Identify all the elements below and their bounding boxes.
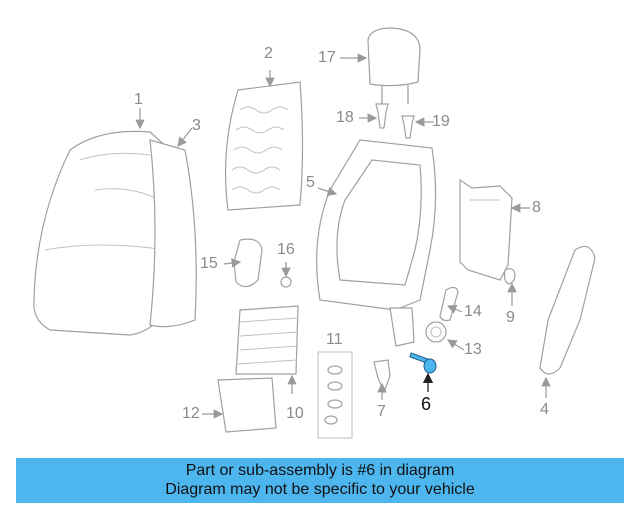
clip — [503, 268, 516, 285]
banner-line-2: Diagram may not be specific to your vehi… — [165, 481, 475, 498]
headrest — [367, 27, 421, 104]
callout-7: 7 — [377, 403, 386, 420]
seat-back-cover — [33, 130, 172, 336]
heater-pad — [224, 81, 304, 211]
parts-diagram — [33, 27, 596, 439]
callout-12: 12 — [182, 405, 200, 422]
seat-back-frame — [316, 139, 437, 347]
bracket — [439, 286, 459, 322]
headrest-guide-right — [401, 115, 415, 139]
callout-19: 19 — [432, 113, 450, 130]
callout-14: 14 — [464, 303, 482, 320]
recliner-knob — [425, 321, 447, 343]
callout-17: 17 — [318, 49, 336, 66]
lumbar-motor — [217, 377, 277, 433]
callout-6: 6 — [421, 394, 432, 414]
callout-16: 16 — [277, 241, 295, 258]
side-trim — [149, 139, 197, 328]
callout-2: 2 — [264, 45, 273, 62]
headrest-guide-left — [375, 103, 389, 129]
lever — [233, 238, 263, 288]
callout-10: 10 — [286, 405, 304, 422]
info-banner: Part or sub-assembly is #6 in diagram Di… — [16, 458, 624, 503]
lumbar-panel — [459, 178, 513, 281]
callout-18: 18 — [336, 109, 354, 126]
callout-8: 8 — [532, 199, 541, 216]
callout-15: 15 — [200, 255, 218, 272]
callout-4: 4 — [540, 401, 549, 418]
callout-11: 11 — [326, 331, 343, 348]
banner-line-1: Part or sub-assembly is #6 in diagram — [185, 462, 455, 479]
callout-5: 5 — [306, 174, 315, 191]
callout-1: 1 — [134, 91, 143, 108]
hardware-kit — [317, 351, 353, 439]
callout-3: 3 — [192, 117, 201, 134]
callout-9: 9 — [506, 309, 515, 326]
callout-13: 13 — [464, 341, 482, 358]
bolt-highlighted — [409, 352, 437, 374]
spring-mat — [235, 305, 299, 375]
side-cover — [539, 245, 596, 375]
